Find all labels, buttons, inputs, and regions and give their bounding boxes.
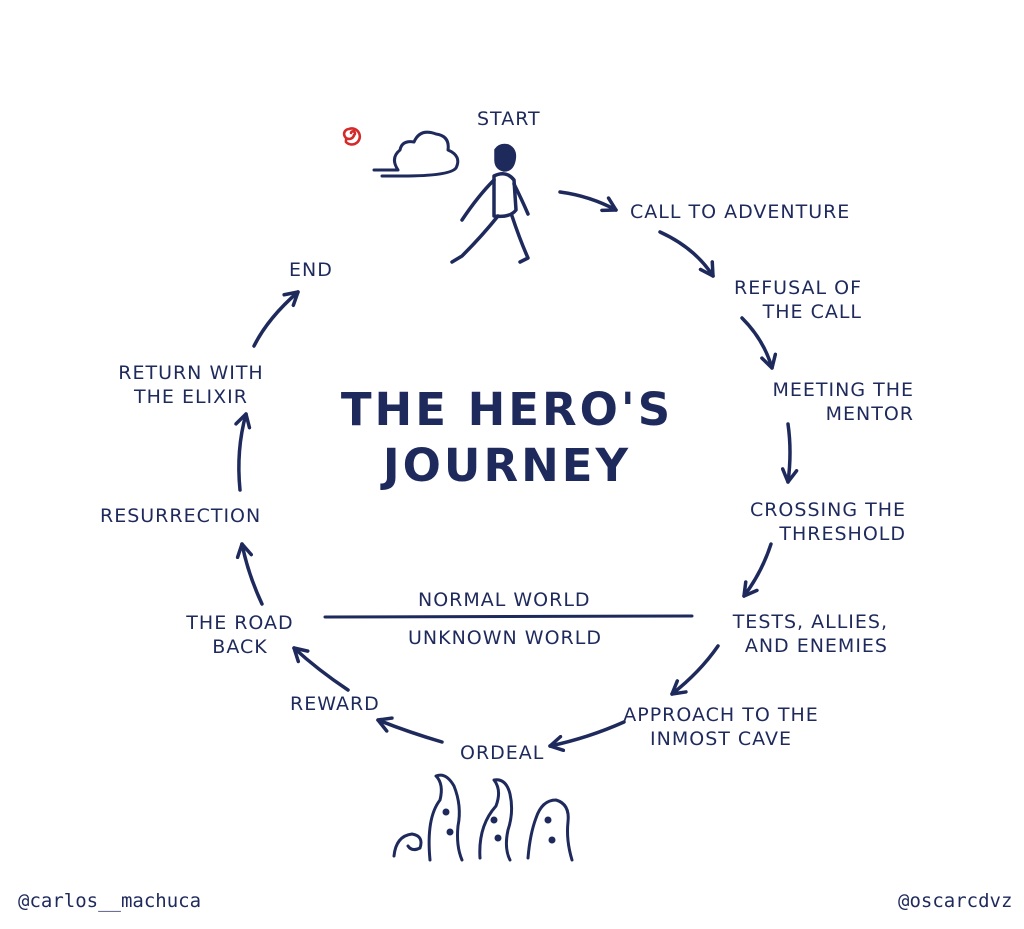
spiral-icon <box>342 127 362 146</box>
stage-return-line-2: THE ELIXIR <box>134 386 248 408</box>
stage-crossing-the-threshold: CROSSING THE THRESHOLD <box>740 498 906 546</box>
title-line-2: JOURNEY <box>382 439 632 492</box>
arrow-reward-to-roadback <box>292 646 350 692</box>
arrow-tests-to-approach <box>670 644 720 696</box>
arrow-mentor-to-threshold <box>780 422 799 484</box>
stage-reward: REWARD <box>290 693 380 715</box>
world-divider-line <box>323 614 694 619</box>
stage-mentor-line-1: MEETING THE <box>772 379 914 401</box>
title-line-1: THE HERO'S <box>340 383 674 436</box>
arrow-threshold-to-tests <box>742 542 773 598</box>
stage-approach-line-1: APPROACH TO THE <box>623 704 819 726</box>
tentacles-icon <box>392 773 574 862</box>
stage-tests-allies-enemies: TESTS, ALLIES, AND ENEMIES <box>712 610 888 658</box>
stage-refusal-of-the-call: REFUSAL OF THE CALL <box>718 276 862 324</box>
stage-road-back-line-1: THE ROAD <box>186 612 294 634</box>
stage-ordeal: ORDEAL <box>460 742 545 764</box>
arrow-refusal-to-mentor <box>740 316 778 370</box>
stage-approach-line-2: INMOST CAVE <box>650 728 792 750</box>
stage-refusal-line-2: THE CALL <box>762 301 862 323</box>
stage-approach-inmost-cave: APPROACH TO THE INMOST CAVE <box>618 703 824 751</box>
arrow-call-to-refusal <box>658 230 715 278</box>
stage-meeting-the-mentor: MEETING THE MENTOR <box>764 378 914 426</box>
stage-tests-line-1: TESTS, ALLIES, <box>732 611 888 633</box>
arrow-resurrection-to-return <box>234 412 252 492</box>
stage-threshold-line-1: CROSSING THE <box>749 499 906 521</box>
arrow-roadback-to-resurrection <box>235 542 264 606</box>
cloud-icon <box>372 130 460 178</box>
diagram-title: THE HERO'S JOURNEY <box>312 382 702 494</box>
stage-return-with-elixir: RETURN WITH THE ELIXIR <box>112 361 270 409</box>
stage-refusal-line-1: REFUSAL OF <box>734 277 862 299</box>
arrow-ordeal-to-reward <box>376 716 444 744</box>
stage-return-line-1: RETURN WITH <box>118 362 264 384</box>
stage-start: START <box>477 108 541 130</box>
stage-mentor-line-2: MENTOR <box>825 403 914 425</box>
arrow-approach-to-ordeal <box>548 720 626 753</box>
stage-road-back-line-2: BACK <box>212 636 268 658</box>
normal-world-label: NORMAL WORLD <box>418 589 591 611</box>
stage-resurrection: RESURRECTION <box>100 505 262 527</box>
arrow-start-to-call <box>558 190 618 213</box>
walking-hero-icon <box>450 143 530 264</box>
credit-left: @carlos__machuca <box>18 890 202 912</box>
stage-threshold-line-2: THRESHOLD <box>779 523 906 545</box>
stage-call-to-adventure: CALL TO ADVENTURE <box>630 201 851 223</box>
stage-end: END <box>289 259 333 281</box>
stage-the-road-back: THE ROAD BACK <box>180 611 300 659</box>
arrow-return-to-end <box>252 290 300 348</box>
credit-right: @oscarcdvz <box>898 890 1013 912</box>
unknown-world-label: UNKNOWN WORLD <box>408 627 602 649</box>
stage-tests-line-2: AND ENEMIES <box>744 635 888 657</box>
